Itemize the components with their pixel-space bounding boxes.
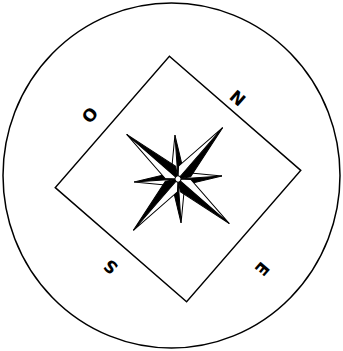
rotated-square [55,56,300,301]
direction-letter: E [252,258,272,278]
direction-letter: S [101,256,121,277]
direction-letter: O [79,104,101,126]
compass-rose [82,83,274,275]
direction-letter: N [226,87,248,109]
outer-circle [3,3,340,348]
